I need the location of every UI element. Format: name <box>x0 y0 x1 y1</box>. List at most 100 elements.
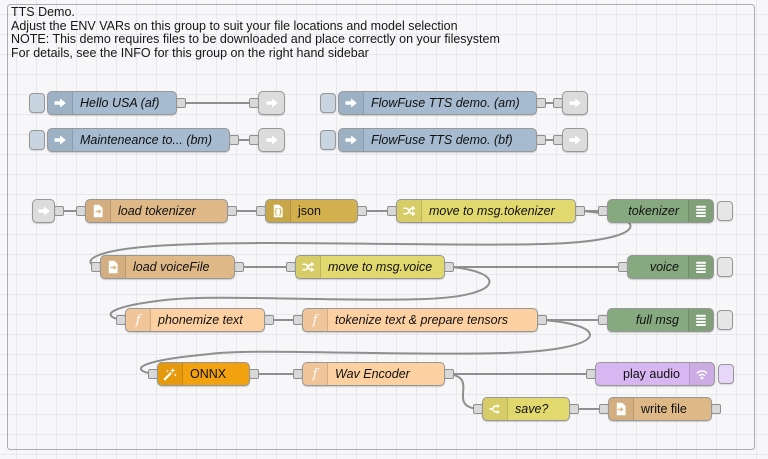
wire[interactable] <box>140 319 591 375</box>
node-label: save? <box>515 402 549 416</box>
node-port[interactable] <box>176 98 186 108</box>
comment-line: Adjust the ENV VARs on this group to sui… <box>11 18 458 33</box>
shuffle-icon <box>397 200 422 222</box>
group-border[interactable] <box>7 4 755 450</box>
node-port[interactable] <box>227 206 237 216</box>
node-onnx[interactable]: ONNX <box>157 362 250 386</box>
node-label: Wav Encoder <box>335 367 410 381</box>
node-debug-tokenizer-button[interactable] <box>717 201 733 221</box>
wire[interactable] <box>109 266 491 321</box>
node-load-voicefile[interactable]: load voiceFile <box>100 255 235 279</box>
debug-list-icon <box>688 256 713 278</box>
node-inject-flowfuse-am-button[interactable] <box>320 93 336 113</box>
svg-text:{}: {} <box>274 207 283 216</box>
node-label: FlowFuse TTS demo. (am) <box>371 96 520 110</box>
node-label: ONNX <box>190 367 227 381</box>
svg-text:f: f <box>312 367 320 381</box>
inject-arrow-icon <box>48 129 73 151</box>
wire[interactable] <box>448 373 479 410</box>
node-load-tokenizer[interactable]: load tokenizer <box>85 199 228 223</box>
shuffle-icon <box>296 256 321 278</box>
function-icon: f <box>303 363 328 385</box>
node-inject-maintenance[interactable]: Mainteneance to... (bm) <box>47 128 230 152</box>
node-debug-full-msg[interactable]: full msg <box>607 308 714 332</box>
node-label: load tokenizer <box>118 204 196 218</box>
node-save-switch[interactable]: save? <box>482 397 570 421</box>
node-port[interactable] <box>444 262 454 272</box>
inject-arrow-icon <box>339 129 364 151</box>
link-arrow-icon <box>259 129 284 151</box>
node-label: load voiceFile <box>133 260 210 274</box>
node-debug-voice-button[interactable] <box>717 257 733 277</box>
node-move-to-msg-voice[interactable]: move to msg.voice <box>295 255 445 279</box>
node-port[interactable] <box>249 369 259 379</box>
node-wav-encoder[interactable]: f Wav Encoder <box>302 362 445 386</box>
node-label: phonemize text <box>158 313 243 327</box>
node-port[interactable] <box>537 315 547 325</box>
node-label: tokenize text & prepare tensors <box>335 313 509 327</box>
node-port[interactable] <box>575 206 585 216</box>
node-debug-full-msg-button[interactable] <box>717 310 733 330</box>
file-out-icon <box>609 398 634 420</box>
link-arrow-icon <box>563 92 587 114</box>
node-play-audio-button[interactable] <box>718 364 734 384</box>
inject-arrow-icon <box>339 92 364 114</box>
node-json[interactable]: {} json <box>265 199 358 223</box>
node-port[interactable] <box>234 262 244 272</box>
node-link-out-1[interactable] <box>258 91 285 115</box>
node-link-in-1[interactable] <box>32 199 55 223</box>
node-debug-tokenizer[interactable]: tokenizer <box>607 199 714 223</box>
node-link-out-2[interactable] <box>258 128 285 152</box>
node-port[interactable] <box>229 135 239 145</box>
node-label: move to msg.tokenizer <box>429 204 555 218</box>
node-label: FlowFuse TTS demo. (bf) <box>371 133 513 147</box>
node-inject-hello-usa-button[interactable] <box>29 93 45 113</box>
node-inject-flowfuse-bf[interactable]: FlowFuse TTS demo. (bf) <box>338 128 537 152</box>
node-move-to-msg-tokenizer[interactable]: move to msg.tokenizer <box>396 199 576 223</box>
switch-fork-icon <box>483 398 508 420</box>
node-link-out-3[interactable] <box>562 91 588 115</box>
node-port[interactable] <box>357 206 367 216</box>
node-write-file[interactable]: write file <box>608 397 712 421</box>
node-port[interactable] <box>569 404 579 414</box>
node-port[interactable] <box>264 315 274 325</box>
wand-icon <box>158 363 183 385</box>
group-comment: TTS Demo. Adjust the ENV VARs on this gr… <box>11 5 500 60</box>
debug-list-icon <box>688 200 713 222</box>
comment-line: NOTE: This demo requires files to be dow… <box>11 32 500 47</box>
function-icon: f <box>126 309 151 331</box>
json-file-icon: {} <box>266 200 291 222</box>
file-in-icon <box>86 200 111 222</box>
comment-line: TTS Demo. <box>11 5 75 19</box>
comment-line: For details, see the INFO for this group… <box>11 45 369 60</box>
node-port[interactable] <box>711 404 721 414</box>
svg-text:f: f <box>135 313 143 327</box>
file-in-icon <box>101 256 126 278</box>
node-inject-flowfuse-bf-button[interactable] <box>320 130 336 150</box>
link-arrow-icon <box>259 92 284 114</box>
node-label: play audio <box>623 367 680 381</box>
node-link-out-4[interactable] <box>562 128 588 152</box>
node-port[interactable] <box>444 369 454 379</box>
function-icon: f <box>303 309 328 331</box>
node-play-audio[interactable]: play audio <box>595 362 715 386</box>
node-debug-voice[interactable]: voice <box>627 255 714 279</box>
node-label: json <box>298 204 321 218</box>
node-inject-hello-usa[interactable]: Hello USA (af) <box>47 91 177 115</box>
node-port[interactable] <box>536 135 546 145</box>
node-phonemize-text[interactable]: f phonemize text <box>125 308 265 332</box>
link-arrow-icon <box>33 200 54 222</box>
inject-arrow-icon <box>48 92 73 114</box>
node-label: voice <box>649 260 679 274</box>
node-label: write file <box>641 402 687 416</box>
node-inject-maintenance-button[interactable] <box>29 130 45 150</box>
node-inject-flowfuse-am[interactable]: FlowFuse TTS demo. (am) <box>338 91 537 115</box>
node-port[interactable] <box>54 206 64 216</box>
link-arrow-icon <box>563 129 587 151</box>
node-tokenize-text[interactable]: f tokenize text & prepare tensors <box>302 308 538 332</box>
node-port[interactable] <box>536 98 546 108</box>
wire[interactable] <box>89 210 632 268</box>
svg-text:f: f <box>312 313 320 327</box>
